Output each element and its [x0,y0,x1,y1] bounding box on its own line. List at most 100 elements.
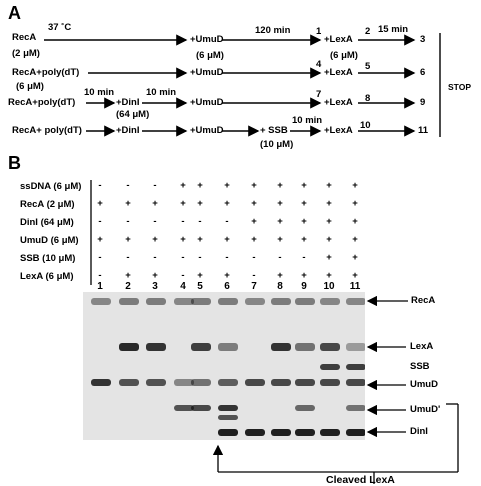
gel-band [346,379,365,386]
condition-mark: + [301,180,307,191]
condition-mark: + [180,180,186,191]
row3-step2: +DinI [116,97,140,108]
row3-time-b: 10 min [146,87,177,98]
gel-band [271,429,291,436]
gel-band [320,298,340,305]
band-label-umud-prime: UmuD' [410,404,441,415]
condition-mark: - [252,252,256,263]
condition-mark: + [224,270,230,281]
condition-mark: + [125,270,131,281]
condition-mark: + [152,234,158,245]
band-label-umud: UmuD [410,379,438,390]
gel-band [174,405,194,411]
gel-band [245,298,265,305]
gel-band [174,379,194,386]
condition-mark: + [352,198,358,209]
row2-step3: +LexA [324,67,353,78]
row4-n10: 10 [360,120,371,131]
row1-time2: 15 min [378,24,409,35]
condition-mark: - [126,252,130,263]
condition-mark: + [152,198,158,209]
row1-n3: 3 [420,34,426,45]
row4-time: 10 min [292,115,323,126]
condition-mark: - [126,216,130,227]
condition-mark: + [326,270,332,281]
gel-band [346,364,365,370]
row1-start: RecA [12,32,37,43]
row4-step2: +DinI [116,125,140,136]
gel-band [245,429,265,436]
panel-a-letter: A [8,3,21,23]
lane-number: 2 [125,281,131,292]
gel-band [271,379,291,386]
gel-band [245,379,265,386]
gel-band [146,298,166,305]
gel-band [271,343,291,351]
row3-step4: +LexA [324,97,353,108]
condition-mark: + [326,216,332,227]
condition-mark: - [153,216,157,227]
condition-mark: + [352,180,358,191]
condition-mark: + [277,180,283,191]
condition-mark: + [180,234,186,245]
condition-mark: - [153,252,157,263]
band-label-lexa: LexA [410,341,434,352]
row1-start-conc: (2 μM) [12,48,40,59]
gel-band [295,405,315,411]
condition-mark: + [251,234,257,245]
condition-mark: + [197,198,203,209]
row3-step3: +UmuD [190,97,224,108]
row4-step4-conc: (10 μM) [260,139,294,150]
gel-band [320,429,340,436]
row1-n2: 2 [365,26,371,37]
lane-number: 5 [197,281,203,292]
row3-n8: 8 [365,93,371,104]
band-label-dini: DinI [410,426,428,437]
condition-mark: + [301,234,307,245]
gel-band [320,364,340,370]
condition-mark: - [225,216,229,227]
condition-mark: + [197,234,203,245]
row1-temp: 37 ˚C [48,22,72,33]
condition-mark: + [301,216,307,227]
condition-mark: + [152,270,158,281]
lane-number: 6 [224,281,230,292]
gel-band [346,343,365,351]
row4-start: RecA+ poly(dT) [12,125,82,136]
gel-band [119,343,139,351]
condition-mark: + [326,252,332,263]
lane-number: 7 [251,281,257,292]
panel-a-arrows [44,33,441,137]
gel-band [218,343,238,351]
row2-start-conc: (6 μM) [16,81,44,92]
condition-mark: + [277,216,283,227]
gel-band [146,379,166,386]
condition-mark: + [326,234,332,245]
condition-mark: + [301,198,307,209]
gel-band [295,298,315,305]
row3-start: RecA+poly(dT) [8,97,76,108]
condition-mark: + [251,216,257,227]
condition-mark: + [224,180,230,191]
gel-band [191,298,211,305]
gel-image [83,292,365,440]
gel-band [191,379,211,386]
condition-mark: - [198,216,202,227]
gel-band [295,343,315,351]
row3-time-a: 10 min [84,87,115,98]
row2-step2: +UmuD [190,67,224,78]
condition-mark: + [301,270,307,281]
gel-band [346,298,365,305]
condition-label-ssdna: ssDNA (6 μM) [20,181,82,192]
condition-label-umud: UmuD (6 μM) [20,235,79,246]
condition-mark: - [126,180,130,191]
gel-band [346,405,365,411]
condition-mark: - [302,252,306,263]
condition-mark: + [352,252,358,263]
row4-step4: + SSB [260,125,288,136]
condition-mark: - [225,252,229,263]
band-label-reca: RecA [411,295,436,306]
row1-step3: +LexA [324,34,353,45]
row1-time1: 120 min [255,25,291,36]
